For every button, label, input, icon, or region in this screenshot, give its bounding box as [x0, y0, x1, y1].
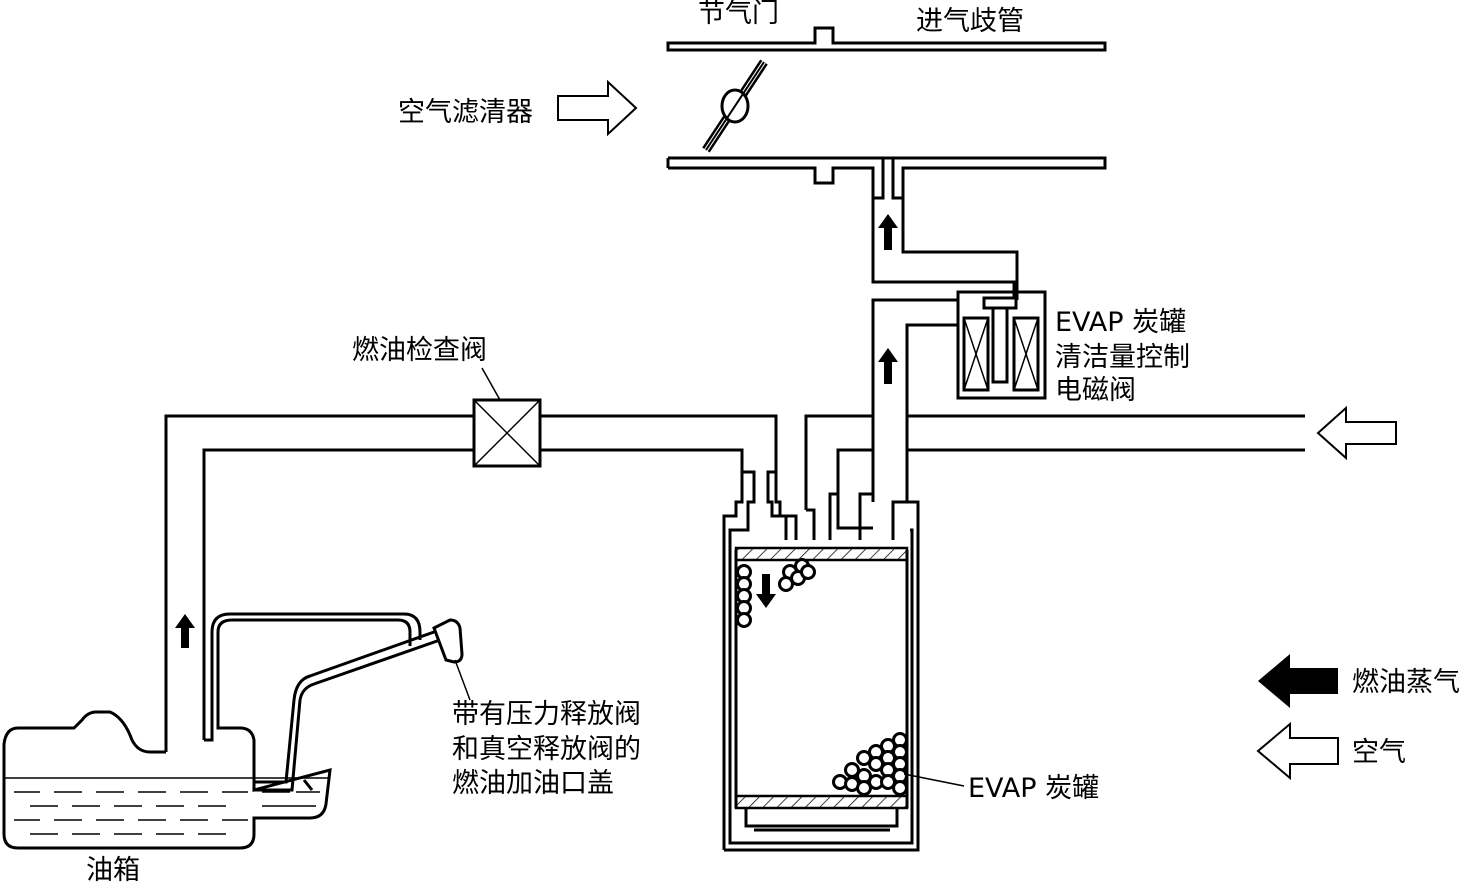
- throttle-label: 节气门: [698, 0, 779, 29]
- intake-manifold: [666, 26, 1107, 200]
- fuel-cap-label-2: 和真空释放阀的: [452, 734, 641, 765]
- canister-label: EVAP 炭罐: [968, 773, 1099, 804]
- purge-valve-label-1: EVAP 炭罐: [1055, 307, 1186, 338]
- purge-line-lower: [871, 298, 958, 502]
- fuel-check-valve-label: 燃油检查阀: [352, 335, 487, 366]
- fuel-cap-label-1: 带有压力释放阀: [452, 699, 641, 730]
- evap-canister: [722, 470, 965, 852]
- fuel-tank-label: 油箱: [86, 855, 140, 883]
- air-inlet-arrow: [557, 79, 638, 137]
- legend-fuel-vapor-label: 燃油蒸气: [1352, 667, 1460, 698]
- air-legend-arrow: [1256, 721, 1339, 781]
- fuel-tank: [2, 612, 471, 850]
- charcoal-pellets-bottom: [832, 732, 908, 796]
- flow-arrow-up-3: [175, 614, 195, 648]
- legend: 燃油蒸气 空气: [1256, 654, 1460, 781]
- legend-air-label: 空气: [1352, 737, 1406, 768]
- flow-arrow-up-2: [878, 348, 898, 384]
- vent-line: [804, 414, 1305, 530]
- charcoal-pellets-top: [736, 558, 816, 628]
- purge-valve-label-3: 电磁阀: [1055, 375, 1136, 406]
- vapor-line: [164, 414, 778, 752]
- purge-valve-label-2: 清洁量控制: [1055, 342, 1190, 373]
- intake-manifold-label: 进气歧管: [916, 6, 1024, 37]
- air-vent-arrow: [1316, 405, 1397, 461]
- fuel-check-valve: [472, 367, 542, 468]
- flow-arrow-down: [756, 574, 776, 608]
- purge-solenoid-valve: [956, 290, 1047, 400]
- flow-arrow-up-1: [878, 214, 898, 250]
- air-filter-label: 空气滤清器: [398, 97, 533, 128]
- fuel-vapor-legend-arrow: [1258, 654, 1338, 708]
- fuel-cap-label-3: 燃油加油口盖: [452, 768, 614, 799]
- throttle-valve: [702, 59, 768, 153]
- purge-line-upper: [871, 198, 1019, 300]
